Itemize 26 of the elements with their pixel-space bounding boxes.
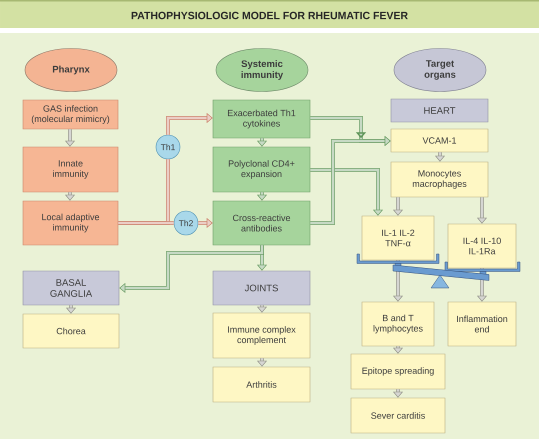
process-box: Cross-reactive antibodies xyxy=(212,200,310,246)
process-box: Inflammation end xyxy=(448,302,516,346)
process-box: Arthritis xyxy=(212,366,310,402)
header-box: HEART xyxy=(390,98,488,122)
process-box: Sever carditis xyxy=(350,398,446,434)
process-box: Monocytes macrophages xyxy=(390,162,488,198)
arrow xyxy=(310,136,391,225)
process-box: Innate immunity xyxy=(22,146,118,192)
process-box: Polyclonal CD4+ expansion xyxy=(212,146,310,192)
arrow xyxy=(166,112,213,135)
process-box: IL-1 IL-2 TNF-α xyxy=(362,216,434,260)
process-box: Local adaptive immunity xyxy=(22,200,118,246)
process-box: Exacerbated Th1 cytokines xyxy=(212,100,310,138)
process-box: IL-4 IL-10 IL-1Ra xyxy=(448,224,516,268)
arrow xyxy=(119,245,264,294)
process-box: VCAM-1 xyxy=(390,128,488,152)
header-box: BASAL GANGLIA xyxy=(22,270,120,306)
process-box: Chorea xyxy=(22,314,120,348)
header-box: JOINTS xyxy=(212,270,310,306)
connector-line xyxy=(118,221,174,225)
process-box: B and T lymphocytes xyxy=(362,302,434,346)
process-box: GAS infection (molecular mimicry) xyxy=(22,100,118,130)
process-box: Immune complex complement xyxy=(212,312,310,358)
title-banner: PATHOPHYSIOLOGIC MODEL FOR RHEUMATIC FEVER xyxy=(0,0,539,28)
process-box: Epitope spreading xyxy=(350,354,446,390)
arrow xyxy=(310,168,384,216)
